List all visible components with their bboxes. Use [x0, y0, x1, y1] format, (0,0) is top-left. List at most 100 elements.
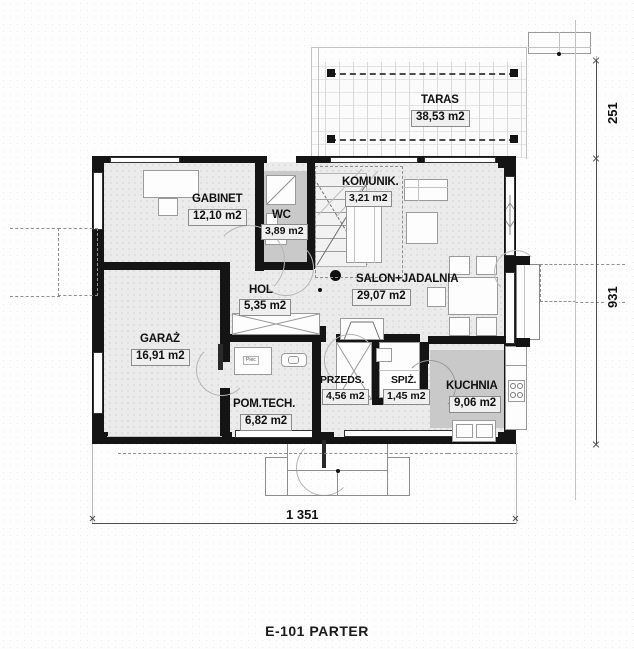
exterior-wall-bottom-left-corner [92, 432, 108, 444]
overhang-line-left-top [10, 228, 60, 229]
room-label-taras: TARAS [421, 94, 459, 106]
dim-line-right-upper [596, 60, 597, 158]
window-gabinet-left [93, 172, 103, 230]
door-leaf-garaz [218, 344, 223, 370]
dim-value-width: 1 351 [282, 508, 323, 521]
tv-unit-salon [346, 205, 382, 263]
terrace-frame-left [311, 47, 312, 159]
overhang-line-right-bottom [575, 302, 625, 303]
room-label-hol: HOL [249, 284, 273, 296]
terrace-post-br [510, 135, 518, 143]
kitchen-hob [508, 380, 525, 402]
chair-gabinet [158, 198, 178, 216]
stair-step [315, 186, 367, 187]
dining-chair [449, 317, 470, 336]
interior-wall-garaz-right-b [220, 388, 230, 438]
garage-floor-edge [107, 436, 222, 437]
stair-void-outline [315, 166, 403, 278]
porch-outer-left [265, 457, 266, 496]
room-label-garaz: GARAŻ [140, 333, 180, 345]
overhang-line-bottom [118, 453, 448, 454]
overhang-line-left-bottom [10, 296, 60, 297]
sheet-guide-right [575, 20, 576, 500]
room-area-wc: 3,89 m2 [261, 224, 308, 240]
room-area-garaz: 16,91 m2 [131, 349, 190, 366]
overhang-line-right-top [575, 264, 625, 265]
dim-value-right-lower: 931 [605, 282, 620, 312]
kitchen-corner-unit [505, 346, 527, 366]
roof-element-inner [528, 47, 591, 48]
room-label-spiz: SPIŻ. [391, 374, 417, 386]
terrace-post-bl [327, 135, 335, 143]
window-pomtech-bottom [235, 430, 317, 438]
exterior-wall-top-b [222, 156, 267, 163]
dim-extension-left [92, 444, 93, 524]
dining-table [448, 277, 498, 315]
window-salon-top [424, 157, 496, 163]
door-leaf-entry [322, 440, 326, 468]
terrace-railing-top [330, 73, 515, 75]
interior-wall-pomtech-top [228, 334, 320, 342]
porch-outer-right [409, 457, 410, 496]
porch-outer-bottom [265, 495, 410, 496]
door-wc [258, 240, 314, 296]
porch-outer-top-right [388, 457, 410, 458]
stair-step [315, 199, 367, 200]
window-salon-right-detail [505, 195, 515, 235]
shelf-spiz-line [379, 370, 420, 371]
dining-chair [449, 256, 470, 275]
room-area-komunik: 3,21 m2 [345, 191, 392, 207]
closet-hol-cross [232, 313, 320, 335]
canopy-outline-right [540, 264, 576, 302]
shower-wc-diagonal [266, 175, 296, 205]
exterior-wall-bottom-c [232, 437, 320, 444]
window-garaz-left [93, 352, 103, 414]
plan-title: E-101 PARTER [265, 623, 369, 639]
exterior-wall-bottom-right-corner [498, 432, 516, 444]
room-area-salon: 29,07 m2 [352, 289, 411, 306]
desk-gabinet [143, 170, 199, 198]
interior-wall-kuchnia-left [420, 342, 429, 364]
interior-wall-spiz-left [372, 342, 379, 402]
room-label-wc: WC [272, 209, 291, 221]
stair-start-point [318, 288, 322, 292]
dim-line-width [92, 523, 516, 524]
exterior-wall-bottom-e [334, 437, 434, 444]
interior-wall-kuchnia-top [428, 336, 506, 344]
room-area-spiz: 1,45 m2 [383, 389, 430, 405]
kitchen-hob-burners [510, 383, 523, 398]
door-kuchnia [404, 360, 456, 412]
room-area-przeds: 4,56 m2 [322, 389, 369, 405]
room-area-pomtech: 6,82 m2 [240, 414, 293, 431]
exterior-element-right-line [524, 264, 525, 340]
canopy-outline-left [58, 228, 98, 296]
terrace-frame-left-2 [318, 47, 319, 159]
terrace-frame-right [526, 47, 527, 159]
overhang-line-bottom-right [448, 453, 518, 454]
stair-step [315, 251, 367, 252]
room-area-hol: 5,35 m2 [239, 299, 292, 316]
exterior-element-right [516, 264, 540, 340]
tv-unit-detail-b [374, 205, 375, 263]
room-area-gabinet: 12,10 m2 [188, 209, 247, 226]
meter-box-przeds [376, 348, 392, 362]
room-label-salon: SALON+JADALNIA [356, 273, 459, 285]
exterior-pillar-right-bottom [516, 338, 530, 347]
window-gabinet-top [110, 157, 180, 163]
kitchen-sink-bowl-b [476, 424, 493, 438]
stair-step [315, 238, 367, 239]
exterior-pillar-right-top [516, 256, 530, 265]
terrace-railing-bottom [330, 139, 515, 141]
tv-unit-detail-a [354, 205, 355, 263]
room-label-gabinet: GABINET [192, 193, 243, 205]
porch-center-line [337, 470, 338, 496]
porch-node [336, 469, 340, 473]
dining-chair [476, 317, 497, 336]
sink-pomtech-basin [288, 356, 299, 364]
roof-element-node [557, 52, 561, 56]
window-komunik-top [330, 157, 418, 163]
door-terrace-salon [494, 250, 538, 294]
sofa-salon-arm [418, 179, 419, 201]
terrace-post-tl [327, 69, 335, 77]
